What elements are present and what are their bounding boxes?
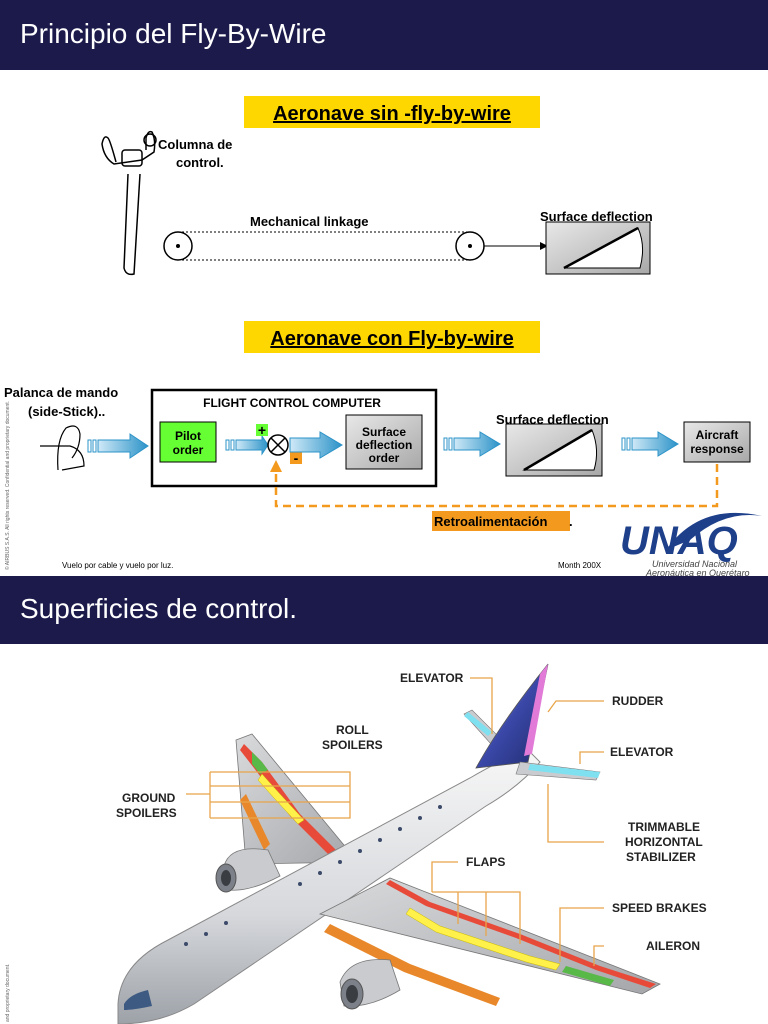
fcc-label: FLIGHT CONTROL COMPUTER xyxy=(203,396,381,410)
column-label-2: control. xyxy=(176,155,224,170)
label-rudder: RUDDER xyxy=(612,694,664,708)
feedback-label: Retroalimentación xyxy=(434,514,547,529)
section2-title: Aeronave con Fly-by-wire xyxy=(270,328,513,350)
surface-label-2: Surface deflection xyxy=(496,412,609,427)
feedback-loop xyxy=(274,464,719,508)
stick-label-1: Palanca de mando xyxy=(4,385,118,400)
right-engine xyxy=(339,959,401,1010)
fuselage xyxy=(117,749,541,1024)
footer-left: Vuelo por cable y vuelo por luz. xyxy=(62,561,173,570)
right-wing xyxy=(318,877,661,995)
footer-right: Month 200X xyxy=(558,561,602,570)
output-arrow-1 xyxy=(443,431,501,457)
feedback-arrowhead xyxy=(270,460,282,472)
control-surfaces-diagram: ELEVATOR RUDDER ROLL SPOILERS ELEVATOR G… xyxy=(5,663,707,1024)
right-elevator xyxy=(528,764,600,778)
plus-sign: + xyxy=(258,422,266,438)
section1-title: Aeronave sin -fly-by-wire xyxy=(273,103,511,125)
pilot-order-box xyxy=(159,421,217,463)
slide2-body: ELEVATOR RUDDER ROLL SPOILERS ELEVATOR G… xyxy=(0,644,768,1024)
slide1-body: Aeronave sin -fly-by-wire Columna de con… xyxy=(0,70,768,578)
left-wing xyxy=(235,733,359,865)
response-1: Aircraft xyxy=(696,428,739,442)
logo-sub-1: Universidad Nacional xyxy=(652,559,738,569)
surface-label-1: Surface deflection xyxy=(540,209,653,224)
fuselage-windows xyxy=(184,805,442,946)
label-leader-lines xyxy=(186,677,604,966)
left-wing-aileron xyxy=(252,752,268,774)
label-flaps: FLAPS xyxy=(466,855,505,869)
unaq-logo: UNAQ Universidad Nacional Aeronáutica en… xyxy=(620,512,762,578)
stick-label-2: (side-Stick).. xyxy=(28,404,105,419)
left-wing-flap xyxy=(240,794,270,850)
left-engine xyxy=(215,848,281,893)
section2-title-highlight xyxy=(244,321,540,353)
sdo-2: deflection xyxy=(356,438,413,452)
cockpit-windows xyxy=(124,990,152,1010)
aircraft-response-box xyxy=(683,421,751,463)
label-roll-spoilers-1: ROLL xyxy=(336,723,369,737)
inner-arrow-2 xyxy=(289,431,343,459)
input-arrow xyxy=(87,433,149,459)
minus-badge xyxy=(290,452,302,464)
pulley-right-icon xyxy=(455,231,485,261)
side-copyright-2: and proprietary document. xyxy=(5,964,11,1022)
inner-arrow-1 xyxy=(225,434,269,456)
column-label-1: Columna de xyxy=(158,137,232,152)
logo-sub-2: Aeronáutica en Querétaro xyxy=(645,568,750,576)
linkage-arrowhead xyxy=(540,242,548,250)
label-elevator-top: ELEVATOR xyxy=(400,671,464,685)
output-arrow-2 xyxy=(621,431,679,457)
slide1-header: Principio del Fly-By-Wire xyxy=(0,0,768,70)
sdo-1: Surface xyxy=(362,425,406,439)
deflection-line-2 xyxy=(523,428,593,472)
right-wing-aileron xyxy=(562,966,614,986)
slide2-header: Superficies de control. xyxy=(0,576,768,644)
deflection-line-1 xyxy=(563,226,639,270)
label-elevator-right: ELEVATOR xyxy=(610,745,674,759)
pilot-order-2: order xyxy=(173,443,204,457)
plus-badge xyxy=(256,424,268,436)
section1-title-highlight xyxy=(244,96,540,128)
sdo-3: order xyxy=(369,451,400,465)
surface-deflection-order-box xyxy=(345,414,423,470)
pulley-left-icon xyxy=(163,231,193,261)
slide2-title: Superficies de control. xyxy=(20,593,298,624)
summing-junction-icon xyxy=(267,434,289,456)
label-aileron: AILERON xyxy=(646,939,700,953)
feedback-label-highlight xyxy=(432,511,570,531)
right-wing-red-surfaces xyxy=(386,880,656,988)
pilot-order-1: Pilot xyxy=(175,429,201,443)
fly-by-wire-diagram: Aeronave sin -fly-by-wire Columna de con… xyxy=(4,96,762,578)
label-trim-3: STABILIZER xyxy=(626,850,696,864)
right-wing-spoilers xyxy=(405,907,561,971)
side-stick-icon xyxy=(40,425,85,471)
rudder-surface xyxy=(524,664,548,756)
control-column-icon xyxy=(101,130,157,276)
label-ground-spoilers-2: SPOILERS xyxy=(116,806,177,820)
logo-text: UNAQ xyxy=(620,519,738,563)
side-copyright: © AIRBUS S.A.S. All rights reserved. Con… xyxy=(4,401,11,570)
label-trim-2: HORIZONTAL xyxy=(625,835,703,849)
label-roll-spoilers-2: SPOILERS xyxy=(322,738,383,752)
minus-sign: - xyxy=(294,450,299,466)
label-ground-spoilers-1: GROUND xyxy=(122,791,176,805)
linkage-label: Mechanical linkage xyxy=(250,214,369,229)
feedback-dot: . xyxy=(569,514,573,529)
airplane-illustration xyxy=(117,663,661,1024)
right-wing-flaps xyxy=(324,924,500,1006)
label-speed-brakes: SPEED BRAKES xyxy=(612,901,707,915)
left-elevator xyxy=(464,712,492,736)
slide1-title: Principio del Fly-By-Wire xyxy=(20,18,327,49)
label-trim-1: TRIMMABLE xyxy=(628,820,700,834)
response-2: response xyxy=(690,442,744,456)
